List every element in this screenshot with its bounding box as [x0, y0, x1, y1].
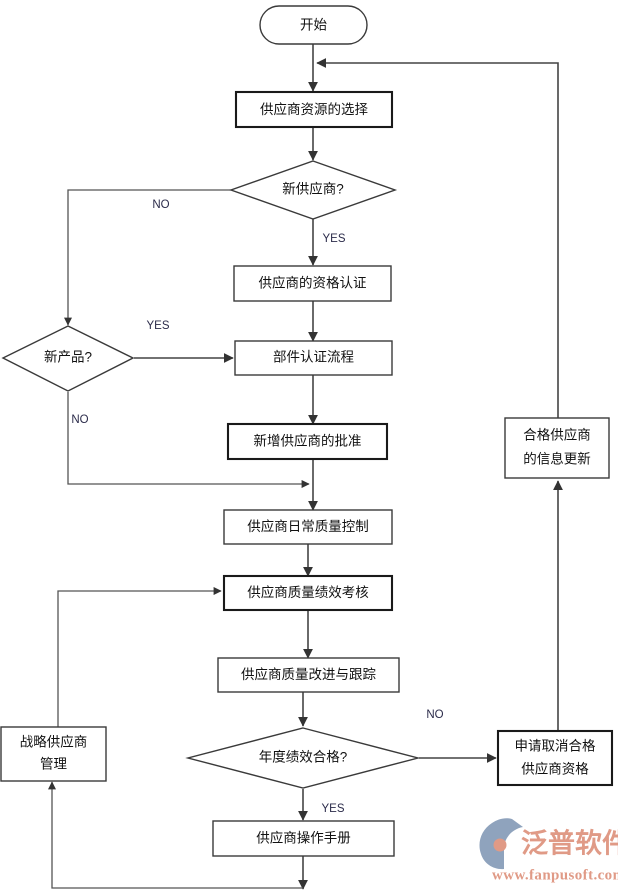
node-select-resource-shape — [234, 90, 394, 129]
watermark-brand: 泛普软件 — [521, 828, 618, 860]
node-qualification[interactable]: 供应商的资格认证 — [233, 265, 392, 302]
edge-label-new-product-yes: YES — [146, 320, 169, 332]
node-qualification-shape — [233, 265, 392, 302]
node-cancel-qualification-shape — [496, 729, 614, 787]
node-cancel-qualification[interactable]: 申请取消合格 供应商资格 — [496, 729, 614, 787]
node-is-new-product[interactable]: 新产品? — [1, 325, 135, 392]
node-quality-performance-label: 供应商质量绩效考核 — [247, 584, 369, 600]
edge-strategic-to-performance — [57, 586, 222, 727]
node-quality-improve-track-shape — [217, 657, 400, 693]
node-quality-performance-shape — [222, 574, 394, 612]
edge-new-product-no — [67, 392, 310, 489]
node-strategic-supplier-mgmt-label-line2: 管理 — [40, 757, 67, 772]
node-is-new-supplier[interactable]: 新供应商? — [228, 160, 398, 220]
node-annual-performance-ok[interactable]: 年度绩效合格? — [185, 727, 421, 789]
node-qualified-info-update-label-line1: 合格供应商 — [523, 427, 591, 443]
node-qualification-label: 供应商的资格认证 — [259, 275, 367, 291]
node-approve-new-supplier[interactable]: 新增供应商的批准 — [226, 422, 389, 461]
node-annual-performance-ok-label: 年度绩效合格? — [259, 750, 348, 765]
node-daily-quality-control-shape — [223, 509, 393, 545]
node-daily-quality-control-label: 供应商日常质量控制 — [247, 518, 369, 534]
node-approve-new-supplier-shape — [226, 422, 389, 461]
node-select-resource[interactable]: 供应商资源的选择 — [234, 90, 394, 129]
edge-label-annual-yes: YES — [321, 803, 344, 815]
node-start-shape — [259, 5, 368, 45]
edge-info-update-to-main — [316, 58, 559, 418]
edge-label-new-supplier-no: NO — [152, 199, 169, 211]
node-part-certification-label: 部件认证流程 — [273, 350, 354, 365]
node-is-new-product-label: 新产品? — [44, 350, 92, 365]
node-strategic-supplier-mgmt[interactable]: 战略供应商 管理 — [0, 726, 107, 782]
node-part-certification-shape — [234, 340, 393, 376]
edge-bottom-loop-to-strategic — [47, 781, 303, 889]
node-quality-performance[interactable]: 供应商质量绩效考核 — [222, 574, 394, 612]
node-strategic-supplier-mgmt-label-line1: 战略供应商 — [20, 734, 88, 750]
node-quality-improve-track-label: 供应商质量改进与跟踪 — [241, 666, 376, 682]
node-operation-manual-label: 供应商操作手册 — [256, 830, 351, 846]
node-qualified-info-update-shape — [504, 417, 610, 479]
node-quality-improve-track[interactable]: 供应商质量改进与跟踪 — [217, 657, 400, 693]
node-is-new-product-shape — [1, 325, 135, 392]
node-cancel-qualification-label-line2: 供应商资格 — [521, 761, 589, 777]
edge-label-new-product-no: NO — [71, 414, 88, 426]
node-start[interactable]: 开始 — [259, 5, 368, 45]
node-qualified-info-update[interactable]: 合格供应商 的信息更新 — [504, 417, 610, 479]
watermark-logo-dot-icon — [493, 838, 507, 852]
node-select-resource-label: 供应商资源的选择 — [260, 101, 368, 117]
node-operation-manual[interactable]: 供应商操作手册 — [212, 820, 395, 857]
watermark: 泛普软件 www.fanpusoft.com — [479, 818, 618, 883]
node-start-label: 开始 — [300, 18, 327, 33]
node-annual-performance-ok-shape — [185, 727, 421, 789]
node-operation-manual-shape — [212, 820, 395, 857]
node-is-new-supplier-shape — [228, 160, 398, 220]
node-approve-new-supplier-label: 新增供应商的批准 — [254, 433, 362, 449]
edge-label-annual-no: NO — [426, 709, 443, 721]
edge-new-supplier-no — [63, 189, 231, 326]
node-part-certification[interactable]: 部件认证流程 — [234, 340, 393, 376]
node-cancel-qualification-label-line1: 申请取消合格 — [515, 739, 596, 754]
node-qualified-info-update-label-line2: 的信息更新 — [523, 451, 591, 467]
node-strategic-supplier-mgmt-shape — [0, 726, 107, 782]
edge-label-new-supplier-yes: YES — [322, 233, 345, 245]
node-is-new-supplier-label: 新供应商? — [282, 181, 344, 197]
node-daily-quality-control[interactable]: 供应商日常质量控制 — [223, 509, 393, 545]
watermark-url: www.fanpusoft.com — [492, 867, 618, 883]
